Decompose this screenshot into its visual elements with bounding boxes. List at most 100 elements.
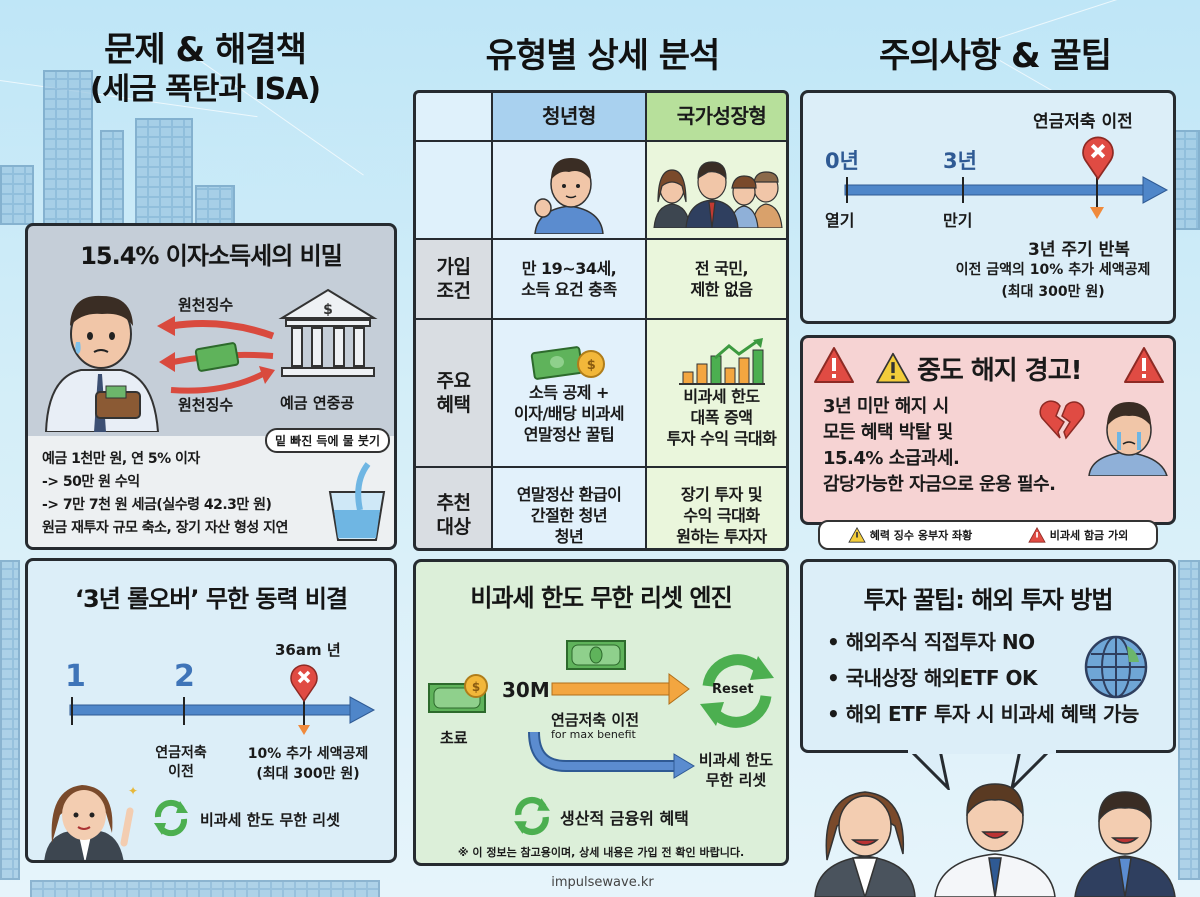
bank-label: 예금 연중공 bbox=[280, 394, 355, 412]
row-label-line: 가입 bbox=[436, 256, 471, 278]
caution-timeline-panel: 연금저축 이전 0년 3년 열기 만기 3년 주기 반복 이전 금액의 10% … bbox=[800, 90, 1176, 324]
reset-engine-title: 비과세 한도 무한 리셋 엔진 bbox=[470, 584, 732, 612]
reset-cycle-icon bbox=[152, 799, 190, 837]
growth-chart-icon bbox=[678, 337, 765, 385]
woman-pointing-illustration: ✦ bbox=[30, 773, 140, 860]
row-label-line: 혜택 bbox=[436, 394, 471, 416]
withholding-label-top: 원천징수 bbox=[178, 296, 234, 314]
timeline-top-label: 연금저축 이전 bbox=[1033, 112, 1133, 132]
speech-bubble: 밑 빠진 득에 물 붓기 bbox=[264, 428, 390, 453]
bank-icon: $ bbox=[278, 288, 378, 383]
benefit-line1: 10% 추가 세액공제 bbox=[247, 746, 369, 762]
tick0-label: 0년 bbox=[825, 149, 859, 173]
svg-text:✦: ✦ bbox=[128, 784, 138, 798]
national-eligibility: 전 국민,제한 없음 bbox=[647, 240, 786, 318]
badge-2-text: 비과세 함금 가외 bbox=[1049, 529, 1129, 542]
caution-triangle-icon bbox=[848, 527, 866, 543]
rollover-timeline: 1 2 36am 년 bbox=[28, 561, 394, 761]
speech-bubble-tails bbox=[907, 750, 1056, 790]
transfer-sub-label: for max benefit bbox=[551, 728, 636, 741]
tax-line: 예금 1천만 원, 연 5% 이자 bbox=[42, 451, 200, 467]
result-line2: 무한 리셋 bbox=[705, 771, 767, 789]
reset-engine-panel: 비과세 한도 무한 리셋 엔진 $ 초료 30M 연금저축 이전 for max… bbox=[413, 559, 789, 866]
row-label-line: 추천 bbox=[436, 492, 471, 514]
tick-2-caption-line2: 이전 bbox=[168, 764, 194, 780]
blue-result-arrow bbox=[526, 730, 696, 782]
reset-badge-text: Reset bbox=[712, 682, 754, 697]
cash-coin-icon: $ bbox=[530, 345, 605, 380]
tip-item: • 국내상장 해외ETF OK bbox=[827, 666, 1038, 690]
warning-title: 중도 해지 경고! bbox=[917, 356, 1082, 386]
broken-heart-icon bbox=[1038, 398, 1086, 440]
withholding-label-bottom: 원천징수 bbox=[178, 396, 234, 414]
worried-person-illustration bbox=[36, 282, 166, 432]
tips-title: 투자 꿀팁: 해외 투자 방법 bbox=[863, 586, 1114, 614]
badge-2: 비과세 함금 가외 bbox=[1028, 527, 1129, 543]
marker-label: 36am 년 bbox=[275, 641, 341, 659]
cell-line: 연말정산 꿀팁 bbox=[523, 424, 615, 444]
tick-1-label: 1 bbox=[65, 659, 86, 694]
cell-line: 간절한 청년 bbox=[530, 505, 608, 525]
warning-badge-bar: 혜력 징수 옹부자 좌황 비과세 함금 가외 bbox=[818, 520, 1158, 550]
caution-timeline-arrow bbox=[844, 173, 1169, 219]
tax-line: -> 50만 원 수익 bbox=[42, 474, 140, 490]
alert-triangle-icon bbox=[813, 346, 855, 384]
tax-example-lines: 예금 1천만 원, 연 5% 이자 -> 50만 원 수익 -> 7만 7천 원… bbox=[42, 448, 288, 540]
cell-line: 수익 극대화 bbox=[683, 505, 760, 525]
tick0-caption: 열기 bbox=[825, 211, 855, 230]
warning-lines: 3년 미만 해지 시 모든 혜택 박탈 및 15.4% 소급과세. 감당가능한 … bbox=[823, 394, 1056, 498]
warning-line: 15.4% 소급과세. bbox=[823, 448, 960, 469]
svg-text:$: $ bbox=[587, 358, 596, 373]
cell-line: 이자/배당 비과세 bbox=[514, 403, 624, 423]
cell-line: 제한 없음 bbox=[690, 280, 753, 299]
alert-triangle-icon bbox=[1028, 527, 1046, 543]
rollover-panel: ‘3년 롤오버’ 무한 동력 비결 1 2 36am 년 연금저축 이전 10%… bbox=[25, 558, 397, 863]
globe-icon bbox=[1083, 634, 1149, 700]
cancel-marker-icon bbox=[289, 663, 319, 703]
row-label-line: 대상 bbox=[436, 516, 471, 538]
tips-list: • 해외주식 직접투자 NO • 국내상장 해외ETF OK • 해외 ETF … bbox=[827, 624, 1139, 732]
middle-column-title: 유형별 상세 분석 bbox=[485, 36, 721, 76]
reset-cycle-badge: Reset bbox=[696, 650, 778, 732]
row-label-line: 주요 bbox=[436, 370, 471, 392]
tax-line: 원금 재투자 규모 축소, 장기 자산 형성 지연 bbox=[42, 520, 288, 536]
cell-line: 만 19~34세, bbox=[521, 259, 617, 278]
footer-site: impulsewave.kr bbox=[551, 875, 654, 890]
left-title-line2: (세금 폭탄과 ISA) bbox=[89, 72, 321, 107]
row-label-line: 조건 bbox=[436, 280, 471, 302]
cell-line: 청년 bbox=[554, 526, 584, 546]
benefit-line2: (최대 300만 원) bbox=[256, 766, 360, 782]
orange-transfer-arrow bbox=[551, 672, 691, 706]
header-national-growth: 국가성장형 bbox=[647, 93, 786, 140]
benefit-cycle-icon bbox=[512, 796, 552, 836]
cycle-detail: 이전 금액의 10% 추가 세액공제 (최대 300만 원) bbox=[933, 259, 1173, 303]
result-line1: 비과세 한도 bbox=[698, 751, 774, 769]
cycle-label: 3년 주기 반복 bbox=[1028, 240, 1130, 260]
benefit-cycle-label: 생산적 금융위 혜택 bbox=[560, 809, 689, 828]
young-man-icon bbox=[534, 158, 604, 234]
header-youth: 청년형 bbox=[493, 93, 645, 140]
group-people-icon bbox=[652, 161, 783, 228]
tip-text: 해외주식 직접투자 NO bbox=[845, 630, 1035, 654]
tip-item: • 해외주식 직접투자 NO bbox=[827, 630, 1035, 654]
cell-line: 원하는 투자자 bbox=[676, 526, 767, 546]
cell-line: 대폭 증액 bbox=[690, 407, 753, 427]
tax-example-section: 예금 1천만 원, 연 5% 이자 -> 50만 원 수익 -> 7만 7천 원… bbox=[28, 428, 394, 547]
tax-line: -> 7만 7천 원 세금(실수령 42.3만 원) bbox=[42, 497, 272, 513]
left-title-line1: 문제 & 해결책 bbox=[104, 30, 307, 70]
tick-2-label: 2 bbox=[174, 659, 195, 694]
alert-triangle-icon bbox=[1123, 346, 1165, 384]
badge-1-text: 혜력 징수 옹부자 좌황 bbox=[869, 529, 973, 542]
source-label: 초료 bbox=[440, 729, 468, 747]
youth-eligibility: 만 19~34세,소득 요건 충족 bbox=[493, 240, 645, 318]
warning-line: 3년 미만 해지 시 bbox=[823, 396, 949, 417]
reset-result: 비과세 한도 무한 리셋 bbox=[684, 750, 786, 790]
tip-text: 해외 ETF 투자 시 비과세 혜택 가능 bbox=[845, 702, 1140, 726]
badge-1: 혜력 징수 옹부자 좌황 bbox=[848, 527, 973, 543]
cell-line: 투자 수익 극대화 bbox=[666, 428, 777, 448]
